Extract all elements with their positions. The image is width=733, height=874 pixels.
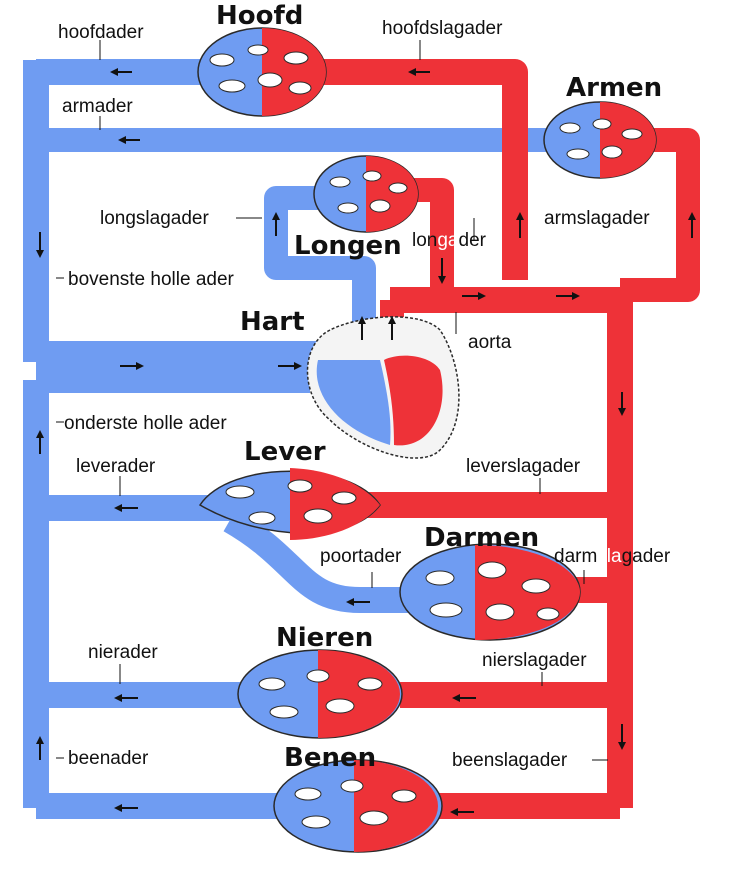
organ-title-darmen: Darmen — [424, 523, 539, 553]
organ-title-armen: Armen — [566, 73, 662, 103]
label-onderste-holle-ader: onderste holle ader — [64, 413, 227, 434]
label-darmslagader-part3: gader — [622, 546, 671, 567]
label-longader-part1: lon — [412, 230, 437, 251]
organ-title-nieren: Nieren — [276, 623, 373, 653]
label-nierader: nierader — [88, 642, 158, 663]
organ-liver-capillaries — [198, 468, 381, 540]
label-longader-part3: der — [459, 230, 487, 251]
organ-title-hoofd: Hoofd — [216, 1, 303, 31]
organ-legs-capillaries — [273, 759, 443, 853]
vein-longslagader — [264, 186, 376, 352]
leader-lines — [56, 40, 608, 761]
organ-title-lever: Lever — [244, 437, 326, 467]
flow-arrows — [36, 68, 696, 816]
label-beenader: beenader — [68, 748, 149, 769]
organ-head-capillaries — [197, 27, 327, 117]
organ-lungs-capillaries — [313, 155, 419, 233]
organ-intestines-capillaries — [399, 543, 581, 641]
label-darmslagader-part2: sla — [597, 546, 622, 567]
organ-arms-capillaries — [543, 101, 657, 179]
label-longader: longader — [412, 230, 487, 251]
label-leverader: leverader — [76, 456, 156, 477]
label-armader: armader — [62, 96, 133, 117]
label-nierslagader: nierslagader — [482, 650, 587, 671]
label-poortader: poortader — [320, 546, 402, 567]
label-longslagader: longslagader — [100, 208, 209, 229]
organ-title-longen: Longen — [294, 231, 402, 261]
label-bovenste-holle-ader: bovenste holle ader — [68, 269, 235, 290]
label-aorta: aorta — [468, 332, 512, 353]
organ-kidneys-capillaries — [237, 649, 403, 739]
label-longader-part2: ga — [437, 230, 459, 251]
label-hoofdader: hoofdader — [58, 22, 144, 43]
organ-title-benen: Benen — [284, 743, 376, 773]
label-beenslagader: beenslagader — [452, 750, 568, 771]
label-darmslagader: darmslagader — [554, 546, 671, 567]
label-leverslagader: leverslagader — [466, 456, 581, 477]
label-darmslagader-part1: darm — [554, 546, 597, 567]
heart-illustration — [306, 316, 460, 459]
organ-title-hart: Hart — [240, 307, 305, 337]
artery-hoofdslagader — [290, 59, 528, 280]
label-armslagader: armslagader — [544, 208, 650, 229]
label-hoofdslagader: hoofdslagader — [382, 18, 503, 39]
